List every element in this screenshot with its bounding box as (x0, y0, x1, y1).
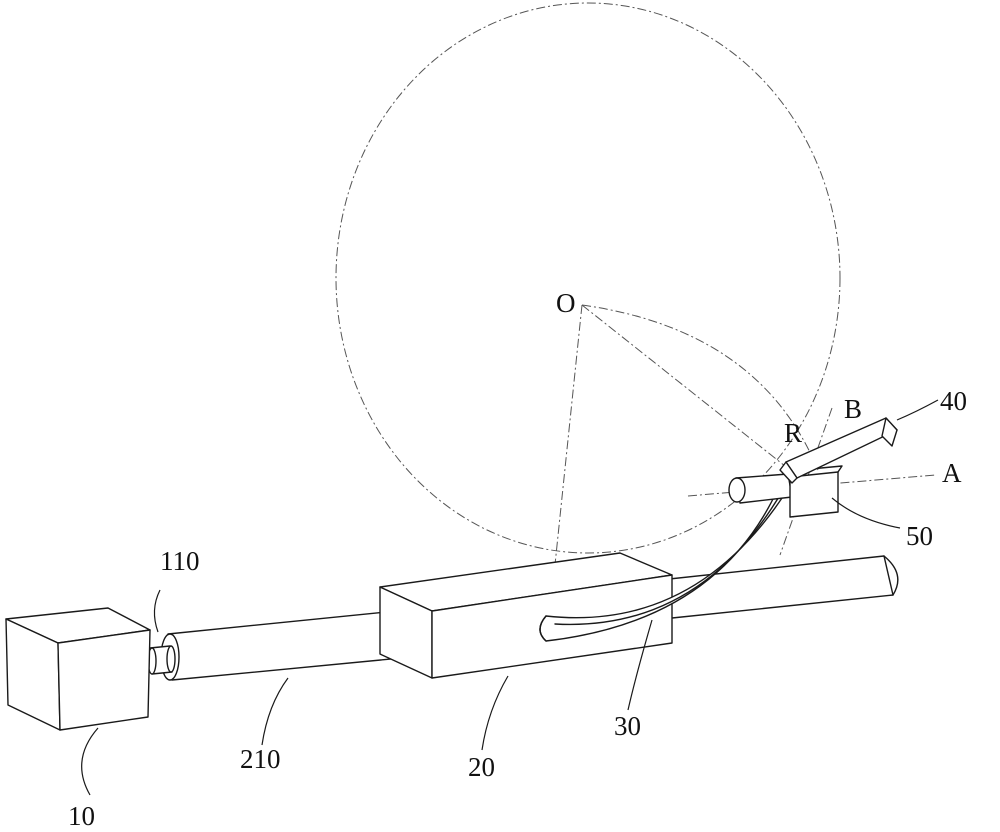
radius-line-to-cutter (581, 304, 791, 471)
label-rail: 210 (240, 744, 281, 774)
leader-coupling (153, 589, 161, 633)
arc-guide-line (581, 304, 819, 471)
label-drive-unit: 10 (68, 801, 95, 831)
rail-cylinder-left (160, 609, 418, 681)
tube-stub (728, 473, 793, 504)
coupling (147, 645, 176, 675)
axis-b-line (779, 407, 833, 556)
bent-tube (539, 480, 794, 642)
leader-holder (831, 497, 901, 529)
label-slider: 20 (468, 752, 495, 782)
drive-unit-box (5, 607, 151, 731)
slider-box (379, 552, 673, 679)
label-holder: 50 (906, 521, 933, 551)
cutter-bar (779, 417, 898, 484)
label-center-o: O (556, 288, 576, 318)
label-cutter: 40 (940, 386, 967, 416)
label-axis-b: B (844, 394, 862, 424)
leader-rail (261, 677, 289, 746)
leader-cutter (896, 399, 939, 421)
holder-block (789, 465, 843, 518)
label-coupling: 110 (160, 546, 200, 576)
construction-circle (335, 2, 841, 554)
leader-drive-unit (81, 727, 99, 796)
leader-slider (481, 675, 509, 751)
label-bent-tube: 30 (614, 711, 641, 741)
label-radius-r: R (784, 418, 802, 448)
leader-bent-tube (627, 619, 653, 711)
label-axis-a: A (942, 458, 962, 488)
